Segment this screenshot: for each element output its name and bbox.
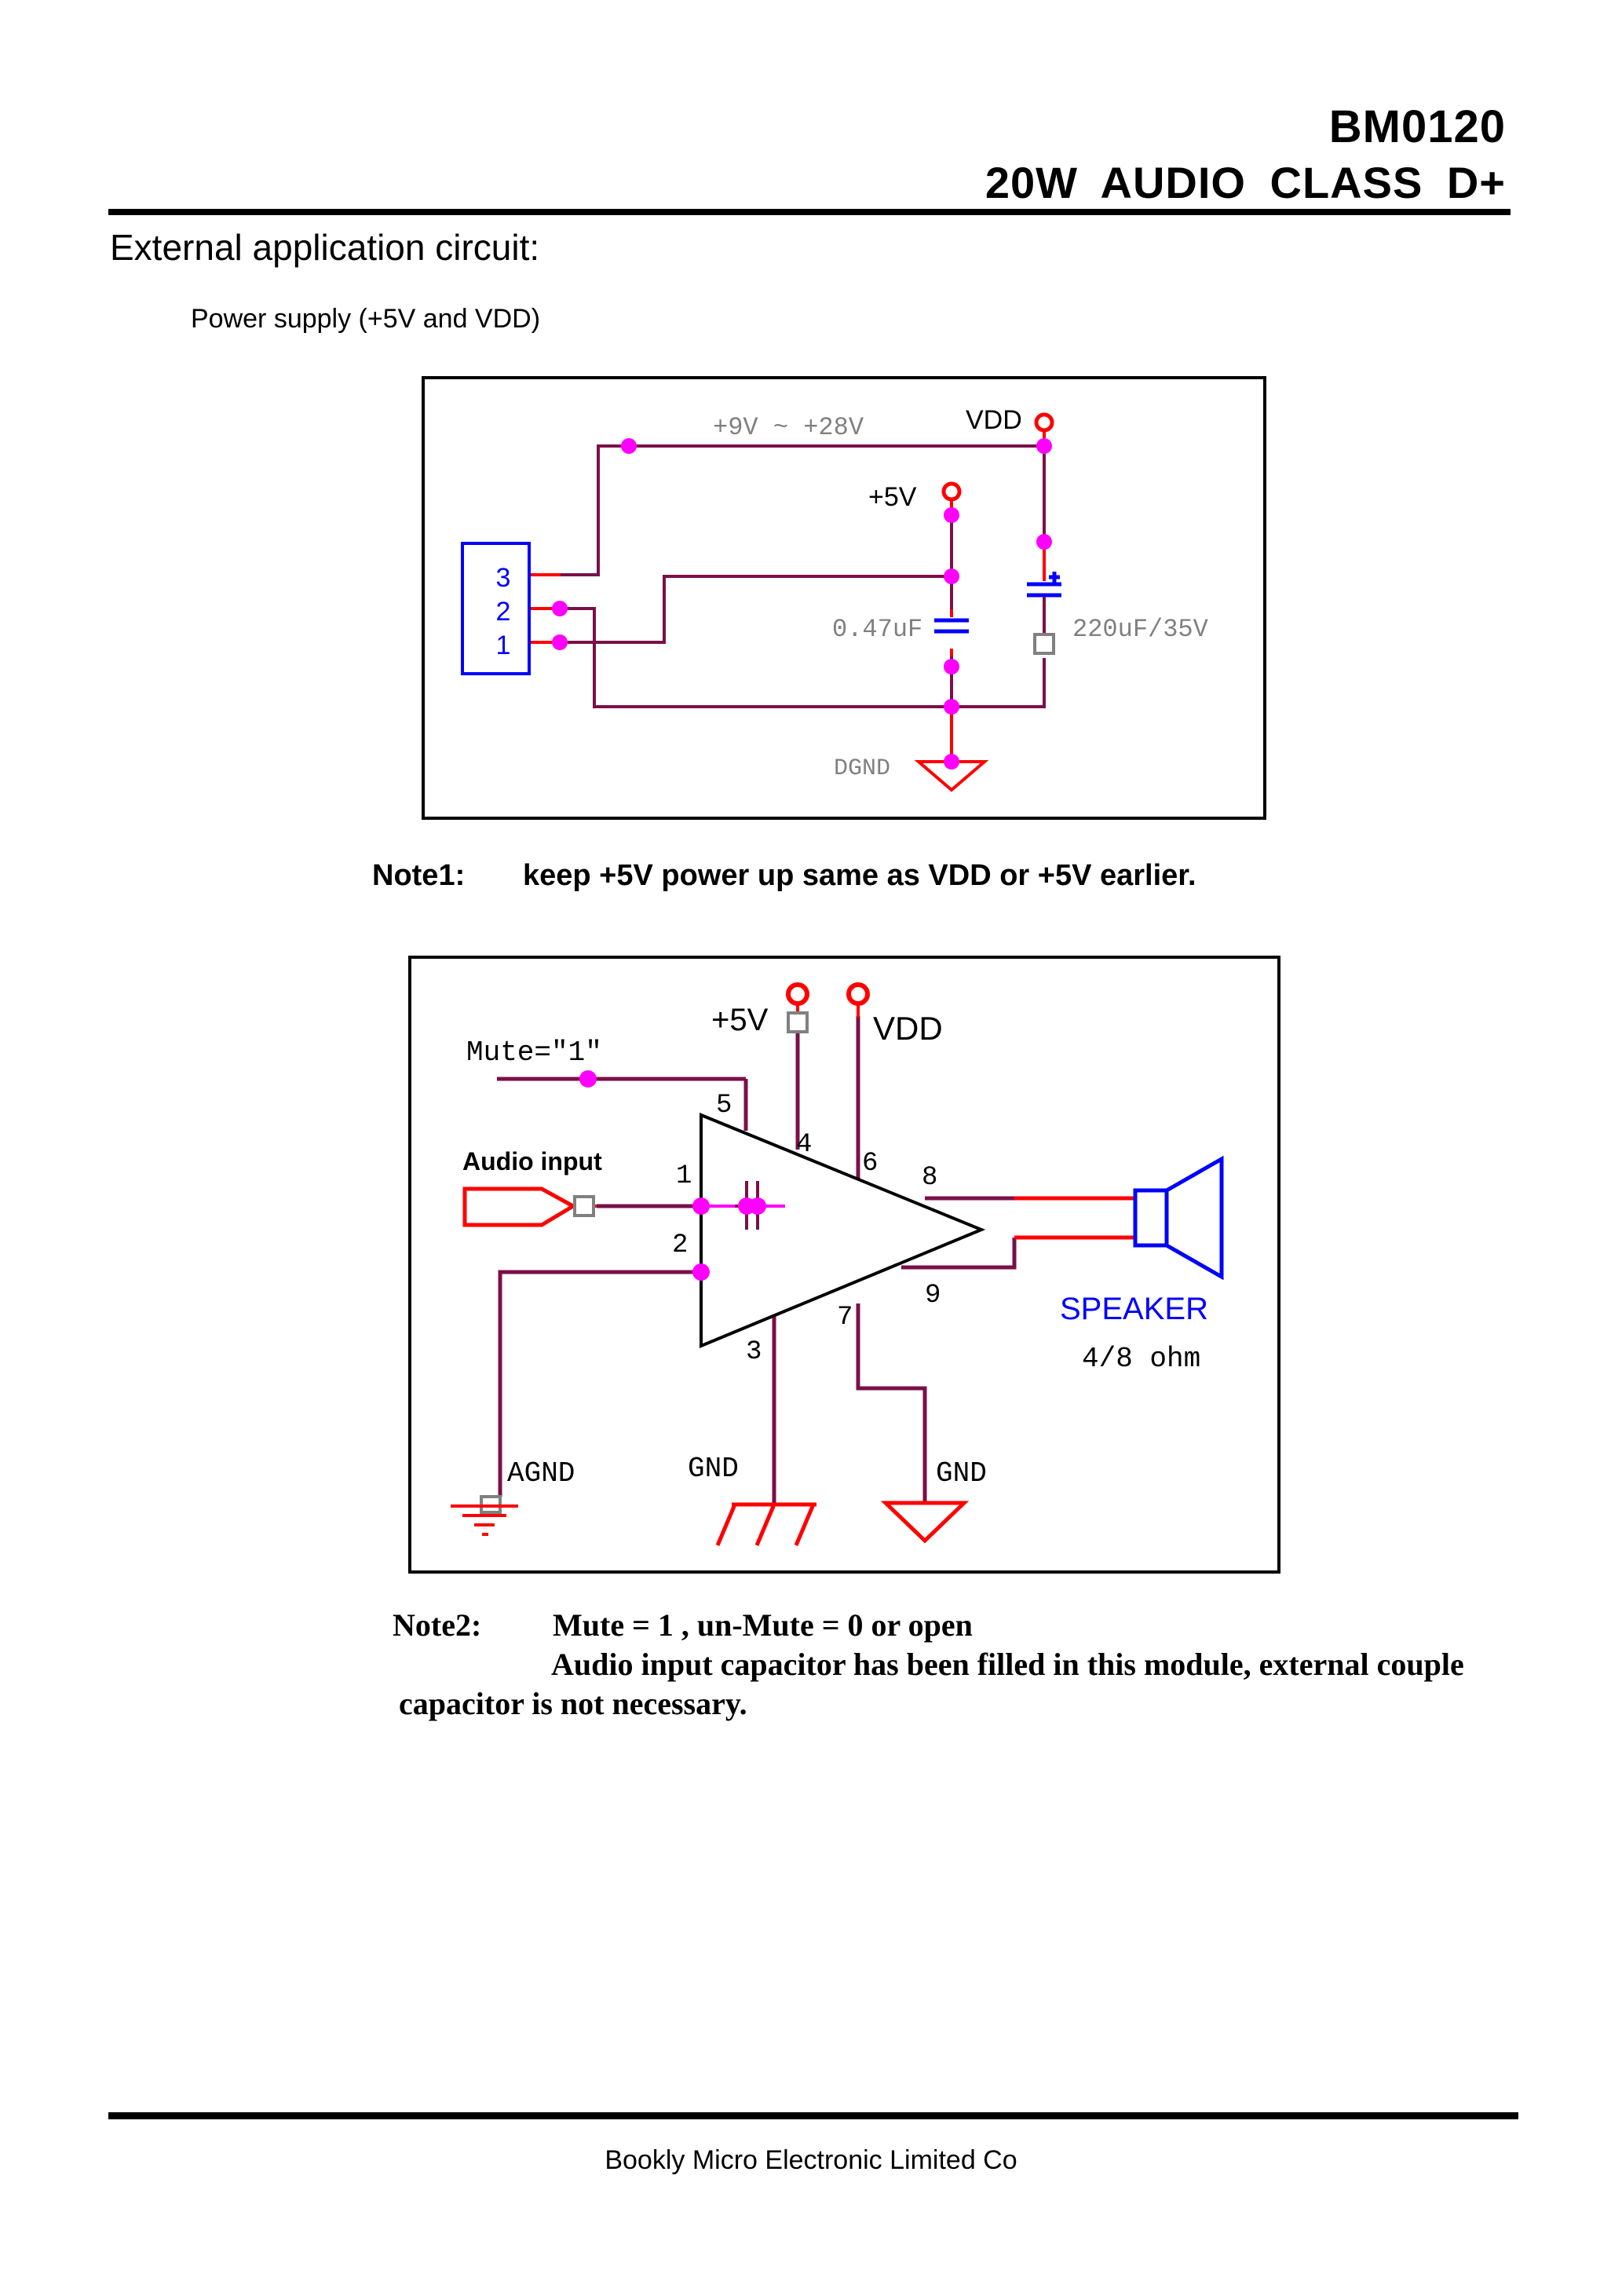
vdd-terminal-icon bbox=[1034, 412, 1054, 433]
schematic-frame bbox=[408, 956, 1280, 1574]
note1: Note1: keep +5V power up same as VDD or +… bbox=[372, 859, 1196, 893]
amp-vdd-terminal-icon bbox=[846, 982, 870, 1006]
note1-text: keep +5V power up same as VDD or +5V ear… bbox=[523, 859, 1196, 892]
footer-rule bbox=[108, 2112, 1518, 2119]
pin-5-label: 5 bbox=[716, 1091, 732, 1121]
note2-label: Note2: bbox=[393, 1607, 482, 1643]
input-terminal-icon bbox=[573, 1195, 595, 1217]
cap-small-label: 0.47uF bbox=[832, 615, 922, 644]
pin-7-label: 7 bbox=[837, 1303, 853, 1333]
audio-input-label: Audio input bbox=[462, 1147, 602, 1175]
speaker-icon bbox=[1133, 1155, 1224, 1281]
pin-2-label: 2 bbox=[672, 1230, 688, 1260]
plus5v-label: +5V bbox=[868, 482, 917, 512]
terminal-square-icon bbox=[787, 1011, 809, 1033]
junction-nodes bbox=[552, 438, 1052, 770]
voltage-range-label: +9V ~ +28V bbox=[713, 413, 864, 442]
note2-line2: Audio input capacitor has been filled in… bbox=[551, 1647, 1464, 1682]
three-pin-connector bbox=[461, 542, 531, 675]
gnd-label-2: GND bbox=[936, 1457, 987, 1490]
pin-4-label: 4 bbox=[796, 1130, 812, 1160]
note2-line3: capacitor is not necessary. bbox=[399, 1686, 747, 1721]
model-number: BM0120 bbox=[1328, 101, 1506, 152]
amp-junction-nodes bbox=[579, 1070, 766, 1281]
power-supply-schematic: 3 2 1 +9V ~ +28V VDD +5V 0.47uF 220uF/35… bbox=[422, 376, 1266, 820]
agnd-icon bbox=[451, 1495, 518, 1536]
mute-label: Mute="1" bbox=[466, 1036, 602, 1069]
capacitor-047uf-icon bbox=[934, 618, 969, 634]
schematic-frame bbox=[422, 376, 1266, 820]
power-supply-heading: Power supply (+5V and VDD) bbox=[191, 304, 541, 334]
amp-plus5v-terminal-icon bbox=[786, 982, 809, 1006]
pin-3-label: 3 bbox=[746, 1337, 762, 1367]
pin-1-label: 1 bbox=[676, 1161, 692, 1191]
amp-plus5v-label: +5V bbox=[711, 1003, 769, 1037]
section-title: External application circuit: bbox=[110, 227, 540, 268]
red-leads bbox=[529, 550, 1046, 762]
connector-pin-2: 2 bbox=[496, 597, 511, 627]
product-subtitle: 20W AUDIO CLASS D+ bbox=[985, 158, 1506, 207]
vdd-label: VDD bbox=[966, 405, 1022, 435]
pin-6-label: 6 bbox=[862, 1149, 878, 1179]
gnd-label-1: GND bbox=[688, 1453, 739, 1485]
speaker-impedance-label: 4/8 ohm bbox=[1082, 1343, 1200, 1375]
amp-vdd-label: VDD bbox=[873, 1010, 943, 1047]
audio-input-jack-icon bbox=[462, 1186, 578, 1227]
header-rule bbox=[108, 209, 1511, 215]
amplifier-icon bbox=[700, 1113, 986, 1348]
pin-9-label: 9 bbox=[925, 1281, 941, 1311]
pin-8-label: 8 bbox=[922, 1163, 937, 1193]
note1-label: Note1: bbox=[372, 859, 466, 892]
wires bbox=[529, 444, 1046, 762]
plus5v-terminal-icon bbox=[941, 481, 962, 502]
amplifier-schematic: Mute="1" +5V VDD Audio input 1 2 3 4 5 6… bbox=[408, 956, 1280, 1574]
chassis-ground-icon bbox=[715, 1502, 816, 1546]
cap-large-label: 220uF/35V bbox=[1072, 615, 1209, 644]
dgnd-label: DGND bbox=[834, 755, 890, 782]
speaker-leads bbox=[1014, 1196, 1135, 1240]
connector-pin-3: 3 bbox=[496, 563, 511, 593]
footer-company: Bookly Micro Electronic Limited Co bbox=[605, 2145, 1017, 2175]
ground-icon bbox=[880, 1501, 970, 1544]
amp-wires bbox=[497, 1016, 1017, 1504]
note2-line1: Mute = 1 , un-Mute = 0 or open bbox=[553, 1607, 973, 1643]
speaker-label: SPEAKER bbox=[1060, 1292, 1208, 1326]
agnd-label: AGND bbox=[507, 1457, 575, 1490]
capacitor-terminal-icon bbox=[1033, 633, 1055, 655]
connector-pin-1: 1 bbox=[496, 631, 511, 660]
capacitor-220uf-icon bbox=[1027, 572, 1061, 598]
